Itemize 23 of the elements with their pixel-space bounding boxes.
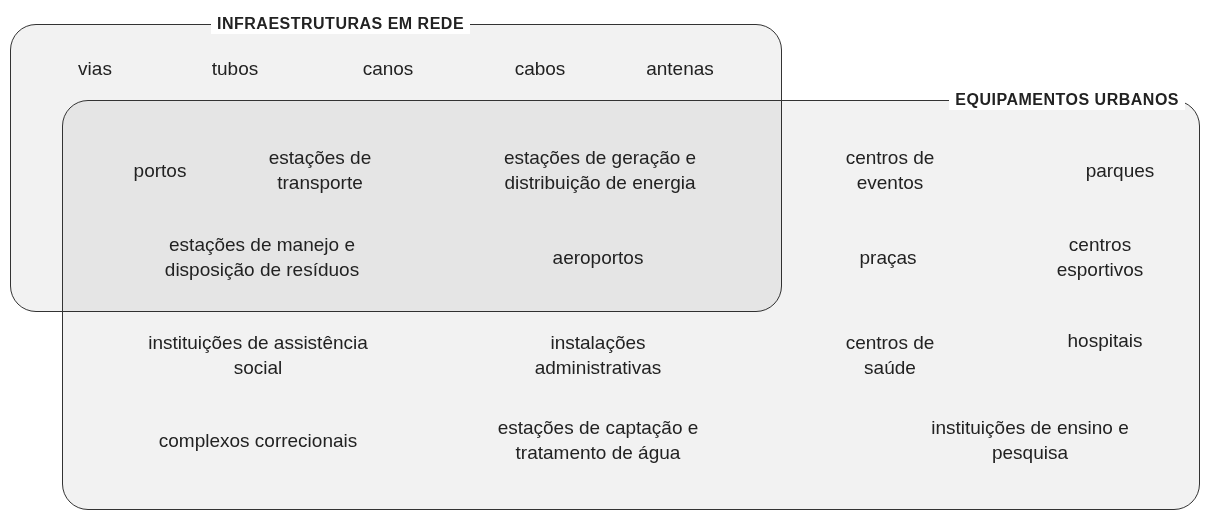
category-label: hospitais	[1066, 328, 1144, 353]
category-label: centros de eventos	[844, 146, 936, 195]
category-label: parques	[1084, 158, 1156, 183]
category-label: complexos correcionais	[158, 428, 358, 453]
category-label: instalações administrativas	[533, 331, 663, 380]
category-label: estações de geração e distribuição de energia	[502, 146, 698, 195]
category-label: estações de transporte	[267, 146, 373, 195]
category-label: canos	[361, 56, 415, 81]
category-label: centros de saúde	[844, 331, 936, 380]
category-label: portos	[132, 158, 188, 183]
category-label: tubos	[210, 56, 260, 81]
category-label: estações de manejo e disposição de resíduos	[163, 233, 361, 282]
category-label: centros esportivos	[1055, 233, 1145, 282]
category-label: aeroportos	[551, 245, 645, 270]
group-title: EQUIPAMENTOS URBANOS	[949, 90, 1185, 110]
category-label: instituições de ensino e pesquisa	[930, 416, 1130, 465]
category-label: instituições de assistência social	[147, 331, 369, 380]
category-label: vias	[77, 56, 113, 81]
category-label: praças	[858, 245, 918, 270]
category-label: antenas	[645, 56, 715, 81]
group-title: INFRAESTRUTURAS EM REDE	[211, 14, 471, 34]
category-label: cabos	[513, 56, 567, 81]
category-label: estações de captação e tratamento de água	[496, 416, 700, 465]
